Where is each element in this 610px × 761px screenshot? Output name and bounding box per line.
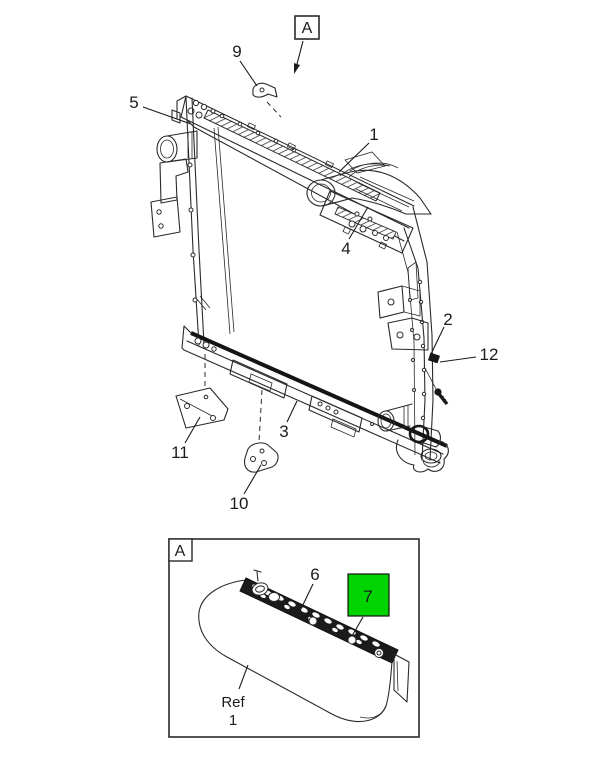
right-corner-plate xyxy=(319,190,414,254)
radiator-tank-ref xyxy=(198,569,410,722)
top-bracket xyxy=(252,82,282,118)
lower-center-bracket xyxy=(244,389,279,473)
callout-11[interactable]: 11 xyxy=(171,443,189,462)
lower-outlet-pipes xyxy=(377,403,449,473)
callout-7[interactable]: 7 xyxy=(363,587,372,606)
ref-label-text: Ref xyxy=(221,694,245,711)
radiator-assembly xyxy=(150,82,449,473)
lower-left-bracket xyxy=(175,354,229,429)
right-frame-channel xyxy=(377,206,440,461)
upper-outlet-pipe xyxy=(306,151,432,215)
ref-label: Ref 1 xyxy=(221,694,245,729)
callout-2[interactable]: 2 xyxy=(443,310,452,329)
callout-1[interactable]: 1 xyxy=(369,125,378,144)
ref-number-text: 1 xyxy=(229,712,237,729)
callout-3[interactable]: 3 xyxy=(279,422,288,441)
callout-4[interactable]: 4 xyxy=(341,239,350,258)
detail-view-box xyxy=(168,538,420,738)
callout-6[interactable]: 6 xyxy=(310,565,319,584)
detail-a-marker-label: A xyxy=(302,20,313,37)
callout-12[interactable]: 12 xyxy=(480,345,499,364)
left-outlet-pipe xyxy=(150,130,198,238)
highlight-box-7[interactable] xyxy=(347,573,390,617)
callout-5[interactable]: 5 xyxy=(129,93,138,112)
inset-marker-label: A xyxy=(175,543,186,560)
arrowhead-icon xyxy=(294,63,300,74)
screw-fastener xyxy=(434,388,449,406)
leader-lines xyxy=(142,60,477,495)
detail-a-marker: A xyxy=(294,15,320,74)
detail-view-inset: A xyxy=(168,538,420,738)
mounting-clip xyxy=(428,352,440,364)
callout-10[interactable]: 10 xyxy=(230,494,249,513)
callout-9[interactable]: 9 xyxy=(232,42,241,61)
